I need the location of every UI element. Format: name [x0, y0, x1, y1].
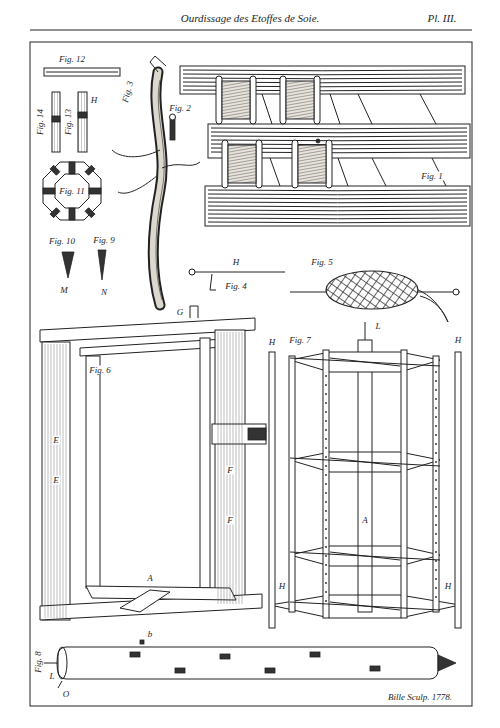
figure-label: F	[226, 516, 234, 525]
figure-label: Fig. 12	[58, 55, 86, 64]
figure-label: Fig. 5	[310, 258, 334, 267]
plate-number: Pl. III.	[426, 13, 457, 24]
fig7-warping-mill	[269, 322, 461, 628]
plate-title: Ourdissage des Etoffes de Soie.	[181, 13, 320, 24]
figure-label: L	[48, 672, 55, 681]
figure-label: E	[52, 476, 60, 485]
figure-label: H	[268, 338, 277, 347]
figure-label: Fig. 1	[420, 172, 444, 181]
figure-label: H	[278, 582, 287, 591]
figure-label: Fig. 11	[58, 187, 85, 196]
figure-label: Fig. 6	[88, 366, 112, 375]
figure-label: Fig. 10	[48, 237, 76, 246]
figure-label: Fig. 8	[34, 650, 43, 674]
plate-border	[30, 42, 472, 706]
header-rule	[30, 30, 472, 31]
figure-label: Fig. 9	[92, 236, 116, 245]
figure-label: H	[90, 96, 99, 105]
figure-label: Fig. 7	[288, 336, 312, 345]
figure-label: Fig. 4	[224, 282, 248, 291]
fig5-netted-ball	[290, 271, 460, 322]
figure-label: L	[374, 322, 381, 331]
fig2-pin	[170, 114, 176, 140]
figure-label: b	[147, 630, 154, 639]
engraver-signature: Bille Sculp. 1778.	[387, 693, 453, 702]
figure-label: M	[59, 286, 69, 295]
figure-label: F	[226, 466, 234, 475]
figure-label: Fig. 2	[168, 104, 192, 113]
fig1-creel	[180, 66, 470, 226]
fig8-cylinder	[44, 647, 456, 688]
figure-label: Fig. 13	[64, 108, 73, 136]
fig13-14-slats	[52, 92, 87, 152]
figure-label: G	[176, 308, 185, 317]
fig11-octagon	[43, 162, 101, 220]
fig6-frame	[40, 306, 266, 644]
fig9-10-points	[62, 250, 106, 280]
figure-label: A	[361, 516, 369, 525]
figure-label: H	[454, 336, 463, 345]
figure-label: H	[232, 258, 241, 267]
figure-label: H	[444, 582, 453, 591]
figure-label: O	[62, 690, 71, 699]
fig4-rod	[189, 269, 285, 290]
figure-label: Fig. 14	[36, 108, 45, 136]
figure-label: Fig. 3	[121, 79, 136, 104]
figure-label: N	[100, 288, 108, 297]
figure-label: E	[52, 436, 60, 445]
fig12-bar	[44, 68, 120, 76]
figure-label: A	[146, 574, 154, 583]
